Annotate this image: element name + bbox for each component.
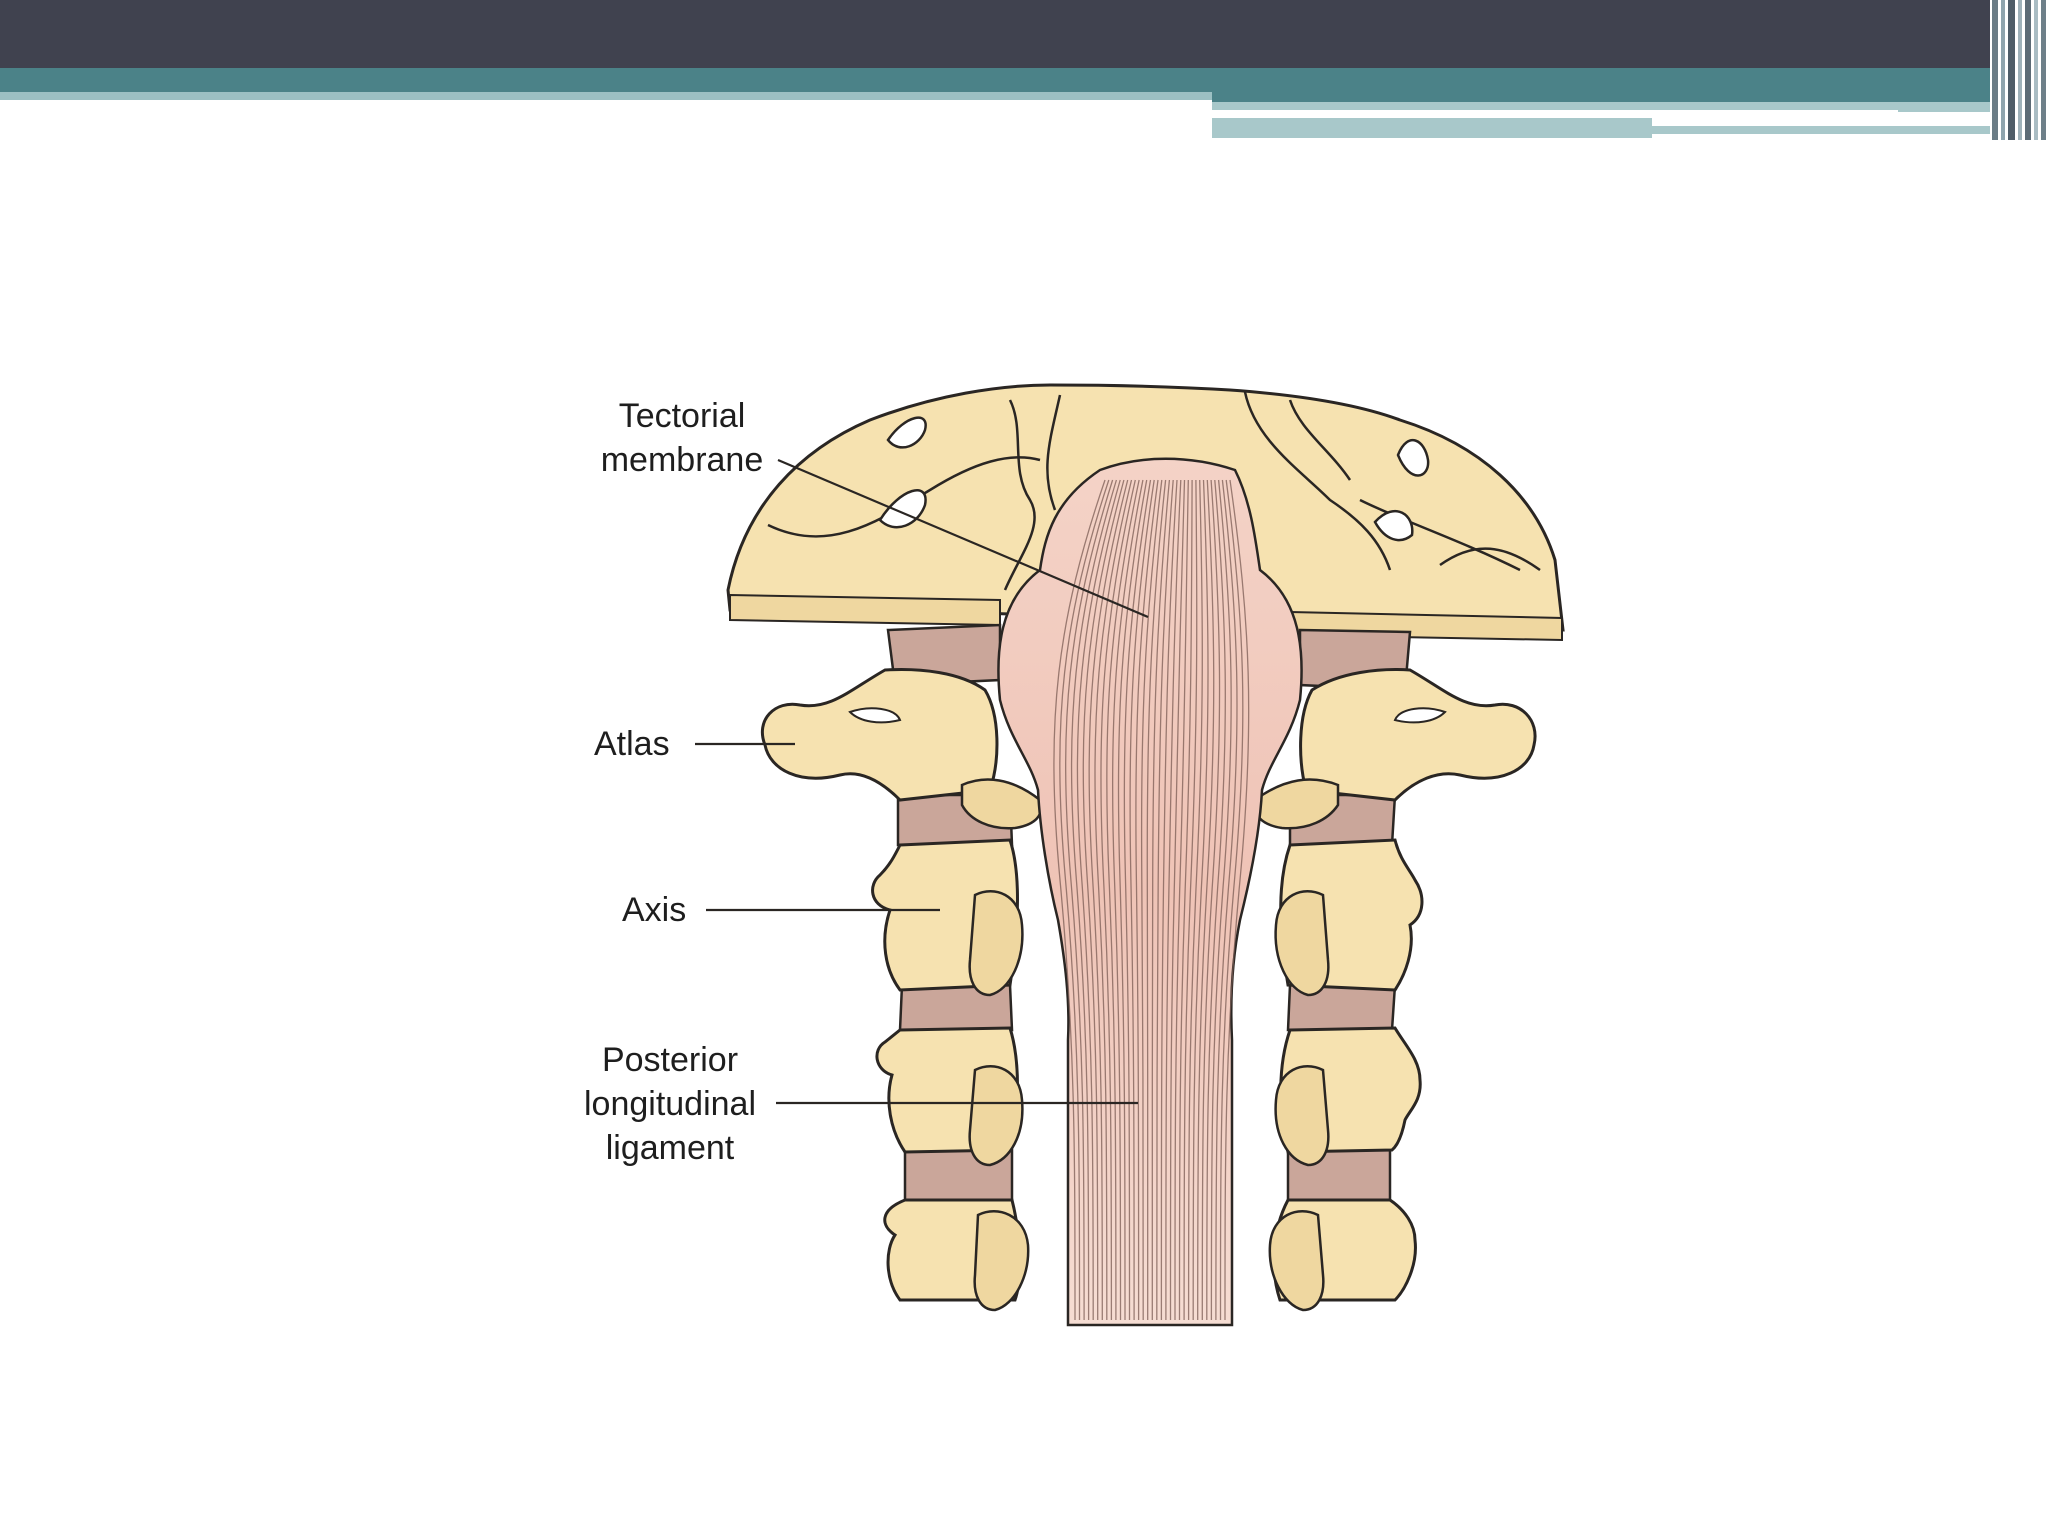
atlas-vertebra bbox=[761, 668, 1537, 830]
ligament-fiber bbox=[1100, 479, 1136, 1321]
ligament-fiber bbox=[1160, 479, 1178, 1321]
ligament-fiber bbox=[1174, 479, 1189, 1321]
ligament-fiber bbox=[1156, 479, 1174, 1321]
atlas-label: Atlas bbox=[594, 725, 670, 763]
axis-vertebra bbox=[871, 838, 1424, 997]
label-line: Posterior bbox=[601, 1041, 739, 1079]
ligament-fiber bbox=[1146, 479, 1167, 1321]
slide-header-bar bbox=[0, 0, 2048, 68]
ligament-band bbox=[997, 457, 1303, 1327]
ligament-fiber bbox=[1215, 479, 1238, 1321]
ligament-fiber bbox=[1065, 479, 1114, 1321]
ligament-fiber bbox=[1201, 479, 1221, 1321]
ligament-fiber bbox=[1111, 479, 1144, 1321]
ligament-fiber bbox=[1088, 479, 1129, 1321]
posterior-longitudinal-ligament-label: Posterior longitudinal ligament bbox=[570, 1038, 770, 1170]
c3-vertebra bbox=[875, 1026, 1422, 1167]
ligament-fiber bbox=[1129, 479, 1155, 1321]
ligament-fiber bbox=[1151, 479, 1171, 1321]
ligament-fiber bbox=[1059, 479, 1110, 1321]
label-line: membrane bbox=[600, 441, 764, 479]
header-accent-band bbox=[1652, 126, 1998, 134]
tectorial-membrane-label: Tectorial membrane bbox=[592, 394, 772, 482]
ligament-fiber bbox=[1206, 479, 1226, 1321]
ligament-fiber bbox=[1135, 479, 1159, 1321]
ligament-fiber bbox=[1210, 479, 1232, 1321]
label-line: longitudinal bbox=[583, 1085, 757, 1123]
ligament-fiber bbox=[1076, 479, 1121, 1321]
leader-line-tectorial bbox=[777, 458, 1149, 619]
label-line: Tectorial bbox=[618, 397, 746, 435]
header-accent-band bbox=[1212, 68, 1998, 102]
ligament-fiber bbox=[1169, 479, 1186, 1321]
header-accent-band bbox=[1212, 102, 1998, 112]
header-accent-band bbox=[0, 68, 1212, 92]
ligament-fiber bbox=[1224, 479, 1250, 1321]
label-line: ligament bbox=[605, 1129, 735, 1167]
ligament-fiber bbox=[1178, 479, 1193, 1321]
header-accent-line bbox=[1212, 110, 1898, 115]
ligament-fiber bbox=[1192, 479, 1209, 1321]
ligament-fiber bbox=[1117, 479, 1148, 1321]
ligament-fiber bbox=[1183, 479, 1198, 1321]
header-accent-band bbox=[1212, 118, 1652, 138]
c4-vertebra bbox=[883, 1198, 1417, 1312]
ligament-fiber bbox=[1165, 479, 1182, 1321]
header-edge-stripes bbox=[1990, 0, 2048, 140]
axis-label: Axis bbox=[622, 891, 687, 929]
ligament-fiber bbox=[1123, 479, 1152, 1321]
ligament-fiber bbox=[1187, 479, 1203, 1321]
ligament-fiber bbox=[1219, 479, 1244, 1321]
ligament-fiber bbox=[1094, 479, 1133, 1321]
ligament-fiber bbox=[1197, 479, 1215, 1321]
ligament-fiber bbox=[1140, 479, 1163, 1321]
header-accent-band bbox=[0, 92, 1212, 100]
ligament-fiber bbox=[1053, 479, 1106, 1321]
ligament-fiber bbox=[1082, 479, 1125, 1321]
ligament-fiber bbox=[1070, 479, 1118, 1321]
